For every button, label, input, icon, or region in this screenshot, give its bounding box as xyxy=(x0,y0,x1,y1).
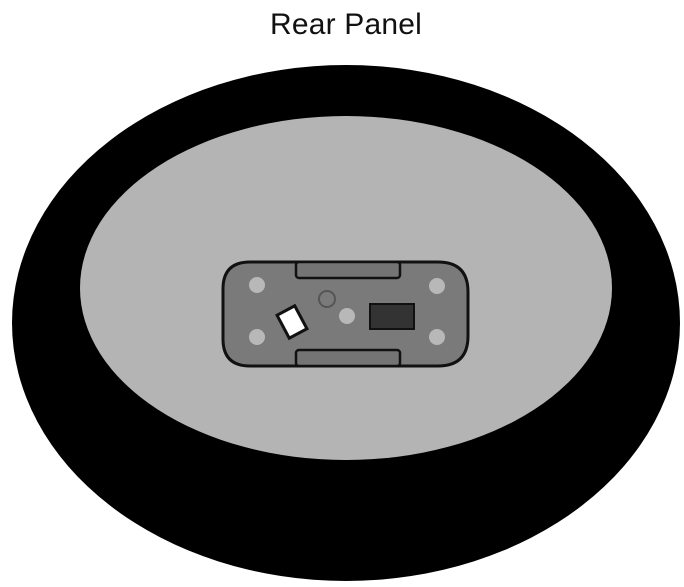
top-tab xyxy=(294,260,402,280)
indicator-window xyxy=(369,303,415,330)
round-knob xyxy=(339,308,355,324)
control-panel xyxy=(221,260,470,368)
bottom-tab xyxy=(294,348,402,368)
screw-top-right xyxy=(429,278,445,294)
screw-bottom-right xyxy=(429,329,445,345)
button-outline xyxy=(318,290,336,308)
screw-top-left xyxy=(249,277,265,293)
label-tab xyxy=(275,303,309,341)
screw-bottom-left xyxy=(249,329,265,345)
diagram-title: Rear Panel xyxy=(269,8,423,41)
